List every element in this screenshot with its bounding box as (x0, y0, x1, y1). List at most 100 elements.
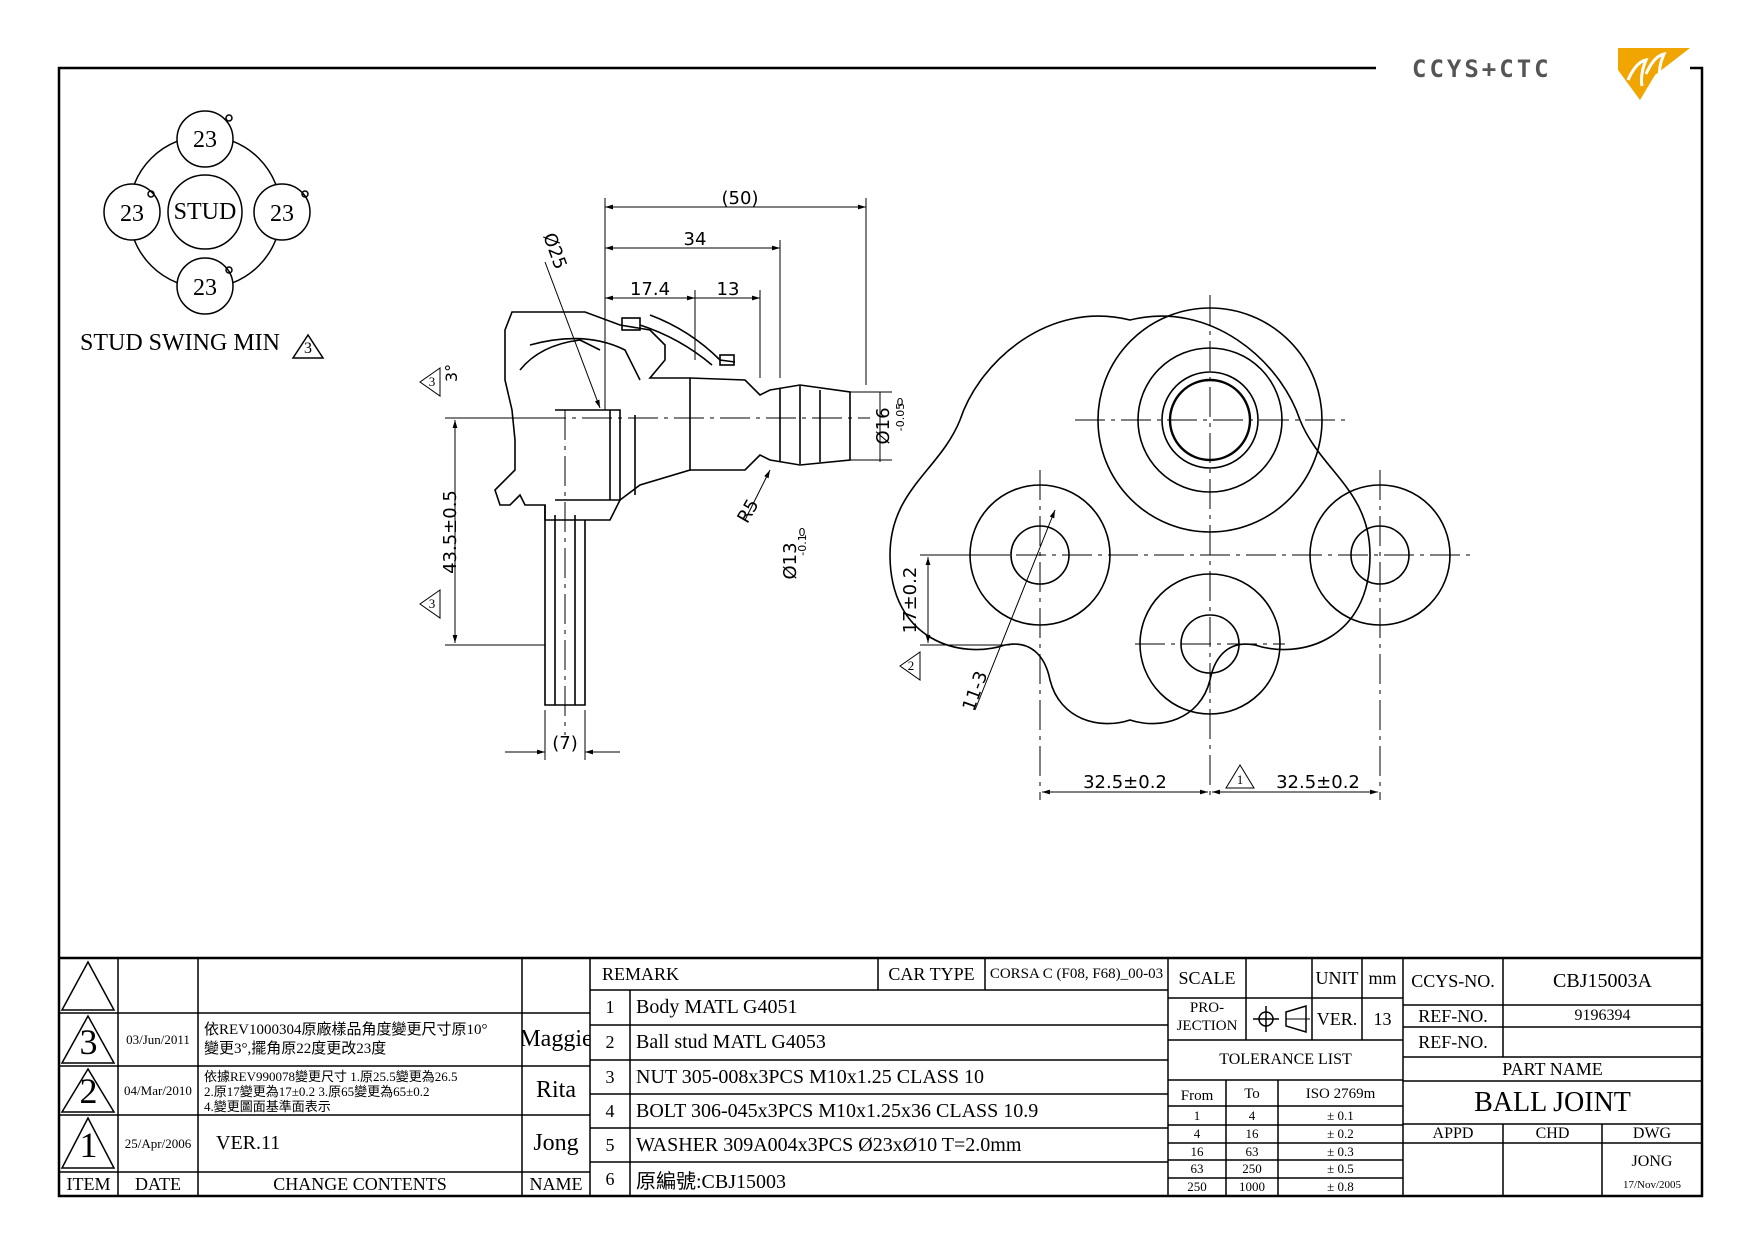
remark-text-3: NUT 305-008x3PCS M10x1.25 CLASS 10 (636, 1065, 985, 1088)
drawing-date: 17/Nov/2005 (1622, 1179, 1682, 1191)
dia-16: Ø16 (872, 407, 894, 445)
rev-3-mark: 3 (79, 1022, 98, 1062)
angle-3-deg: 3° (441, 363, 461, 383)
rev-3-date: 03/Jun/2011 (126, 1031, 190, 1047)
rev-2-line1: 依據REV990078變更尺寸 1.原25.5變更為26.5 (204, 1068, 458, 1084)
remark-text-6: 原編號:CBJ15003 (636, 1170, 787, 1193)
dia-13-tol-lower: -0.1 (795, 534, 809, 556)
dim-17-4: 17.4 (629, 278, 671, 300)
sheet-border (57, 66, 1704, 1198)
rev-3-line2: 變更3°,擺角原22度更改23度 (204, 1040, 387, 1057)
remark-no-3: 3 (605, 1066, 615, 1087)
tol-value-1: ± 0.1 (1327, 1107, 1354, 1123)
ver-label: VER. (1316, 1008, 1358, 1029)
scale-label: SCALE (1178, 967, 1236, 988)
ref-label-1: REF-NO. (1418, 1005, 1488, 1026)
tol-from-4: 63 (1190, 1160, 1204, 1176)
chd-label: CHD (1535, 1124, 1570, 1142)
title-block-lines (59, 956, 1702, 1196)
tol-to-2: 16 (1245, 1125, 1259, 1141)
rev-3-name: Maggie (522, 1026, 590, 1052)
header-date: DATE (135, 1173, 181, 1194)
tol-value-4: ± 0.5 (1327, 1160, 1354, 1176)
drawer-name: JONG (1631, 1153, 1673, 1170)
rev-2-line2: 2.原17變更為17±0.2 3.原65變更為65±0.2 (204, 1083, 430, 1099)
height-43-5: 43.5±0.5 (439, 490, 461, 574)
stud-swing-diagram (103, 110, 325, 359)
remark-text-1: Body MATL G4051 (636, 996, 798, 1018)
ref-number-2 (1503, 1027, 1702, 1057)
ccys-label: CCYS-NO. (1411, 971, 1495, 991)
tol-from-5: 250 (1187, 1179, 1207, 1194)
header-item: ITEM (66, 1173, 111, 1194)
rev-3-line1: 依REV1000304原廠樣品角度變更尺寸原10° (204, 1021, 488, 1038)
rev-1-line1: VER.11 (216, 1132, 281, 1154)
dim-17-revision: 2 (907, 658, 915, 673)
remark-no-2: 2 (605, 1032, 615, 1052)
remark-no-1: 1 (605, 997, 615, 1017)
car-type-value: CORSA C (F08, F68)_00-03 (989, 965, 1164, 982)
rev-2-line3: 4.變更圖面基準面表示 (204, 1098, 331, 1114)
tol-to-3: 63 (1245, 1143, 1259, 1159)
tolerance-title: TOLERANCE LIST (1219, 1051, 1352, 1068)
part-name: BALL JOINT (1474, 1086, 1631, 1118)
dia-16-tol-upper: 0 (896, 395, 904, 409)
remark-text-4: BOLT 306-045x3PCS M10x1.25x36 CLASS 10.9 (636, 1099, 1039, 1122)
tol-header-to: To (1244, 1085, 1260, 1102)
dim-7: (7) (552, 732, 578, 754)
ver-value: 13 (1373, 1008, 1392, 1029)
header-name: NAME (529, 1173, 583, 1194)
width-right: 32.5±0.2 (1276, 771, 1360, 793)
tol-to-4: 250 (1242, 1160, 1262, 1176)
dim-34: 34 (683, 228, 707, 250)
part-name-label: PART NAME (1502, 1058, 1603, 1079)
rev-2-date: 04/Mar/2010 (124, 1082, 192, 1098)
projection-label-1: PRO- (1189, 999, 1225, 1016)
tol-header-from: From (1180, 1087, 1214, 1104)
scale-value (1246, 958, 1312, 998)
tol-value-5: ± 0.8 (1327, 1179, 1354, 1194)
width-revision: 1 (1236, 772, 1244, 787)
dim-50: (50) (721, 187, 759, 209)
tol-to-1: 4 (1248, 1107, 1256, 1123)
logo-mark (1618, 48, 1690, 100)
tol-from-3: 16 (1190, 1143, 1204, 1159)
tol-value-2: ± 0.2 (1327, 1125, 1354, 1141)
rev-1-date: 25/Apr/2006 (124, 1135, 192, 1151)
swing-caption-revision: 3 (304, 340, 312, 357)
tol-from-2: 4 (1193, 1125, 1201, 1141)
swing-right-value: 23 (270, 200, 294, 227)
side-view (490, 311, 870, 735)
top-view-centerlines (970, 295, 1470, 800)
appd-label: APPD (1432, 1124, 1474, 1142)
ccys-number: CBJ15003A (1553, 970, 1652, 992)
unit-value: mm (1368, 967, 1397, 988)
unit-label: UNIT (1315, 967, 1359, 988)
swing-top-value: 23 (193, 126, 217, 153)
tol-header-iso: ISO 2769m (1305, 1085, 1376, 1102)
rev-1-mark: 1 (79, 1125, 98, 1165)
rev-1-name: Jong (533, 1130, 579, 1156)
rev-2-name: Rita (536, 1077, 576, 1103)
ref-number-1: 9196394 (1574, 1007, 1631, 1024)
tol-to-5: 1000 (1239, 1179, 1265, 1194)
car-type-label: CAR TYPE (888, 963, 975, 984)
top-view (889, 307, 1451, 725)
dwg-label: DWG (1632, 1124, 1672, 1142)
swing-caption: STUD SWING MIN (80, 329, 280, 356)
top-view-dimensions (899, 509, 1378, 795)
remark-no-6: 6 (605, 1168, 615, 1189)
width-left: 32.5±0.2 (1083, 771, 1167, 793)
dim-13: 13 (716, 278, 740, 300)
swing-bottom-value: 23 (193, 274, 217, 301)
projection-label-2: JECTION (1176, 1017, 1238, 1034)
header-change-contents: CHANGE CONTENTS (273, 1173, 447, 1194)
tol-from-1: 1 (1193, 1107, 1201, 1123)
height-revision: 3 (428, 596, 436, 611)
swing-left-value: 23 (120, 200, 144, 227)
ref-label-2: REF-NO. (1418, 1031, 1488, 1052)
swing-center-label: STUD (173, 198, 237, 225)
remark-text-5: WASHER 309A004x3PCS Ø23xØ10 T=2.0mm (636, 1133, 1022, 1156)
